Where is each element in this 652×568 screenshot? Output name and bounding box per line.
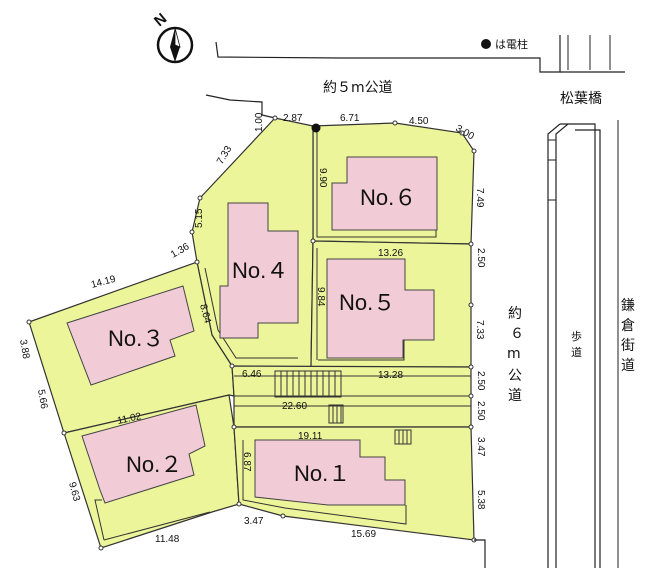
sidewalk-label: 歩 道 bbox=[571, 329, 582, 359]
house-4 bbox=[219, 202, 299, 339]
svg-text:m: m bbox=[507, 346, 521, 362]
legend: は電柱 bbox=[481, 37, 528, 51]
svg-text:14.19: 14.19 bbox=[90, 274, 117, 291]
lot-4-label: No.４ bbox=[232, 258, 288, 283]
svg-text:倉: 倉 bbox=[621, 318, 635, 334]
svg-text:7.33: 7.33 bbox=[215, 144, 234, 167]
svg-text:鎌: 鎌 bbox=[621, 298, 635, 314]
svg-text:3.47: 3.47 bbox=[475, 437, 486, 457]
stairs-lot-1 bbox=[394, 429, 412, 445]
house-5 bbox=[326, 258, 435, 359]
lot-6-label: No.６ bbox=[360, 185, 416, 210]
lot-3-label: No.３ bbox=[108, 326, 164, 351]
north-road-label: 約５m公道 bbox=[323, 80, 393, 96]
svg-text:3.47: 3.47 bbox=[244, 516, 264, 527]
svg-text:13.26: 13.26 bbox=[378, 248, 403, 259]
north-arrow: N bbox=[151, 10, 194, 64]
svg-text:4.50: 4.50 bbox=[409, 116, 429, 127]
svg-text:5.38: 5.38 bbox=[475, 490, 486, 510]
svg-text:歩: 歩 bbox=[571, 329, 582, 343]
svg-text:13.28: 13.28 bbox=[378, 370, 403, 381]
svg-text:2.50: 2.50 bbox=[475, 248, 486, 268]
stairs-south-driveway bbox=[328, 404, 344, 424]
svg-text:8.64: 8.64 bbox=[197, 303, 213, 325]
svg-text:5.15: 5.15 bbox=[194, 208, 205, 228]
north-label: N bbox=[151, 10, 170, 30]
svg-text:道: 道 bbox=[508, 388, 522, 404]
house-6 bbox=[331, 156, 438, 231]
stairs-north-driveway bbox=[274, 370, 342, 398]
north-road-lines bbox=[205, 35, 625, 119]
svg-text:3.88: 3.88 bbox=[17, 339, 31, 361]
bridge-label: 松葉橋 bbox=[560, 91, 602, 107]
svg-text:9.84: 9.84 bbox=[315, 287, 326, 307]
svg-text:1.00: 1.00 bbox=[254, 112, 265, 132]
svg-text:11.02: 11.02 bbox=[116, 411, 142, 427]
utility-pole-legend-label: は電柱 bbox=[495, 37, 528, 51]
svg-text:道: 道 bbox=[571, 345, 582, 359]
svg-text:街: 街 bbox=[621, 338, 635, 354]
utility-pole-icon bbox=[311, 123, 321, 133]
svg-text:6.87: 6.87 bbox=[241, 452, 252, 472]
svg-text:5.66: 5.66 bbox=[35, 389, 49, 411]
house-1 bbox=[254, 439, 406, 506]
east-road-lines bbox=[547, 120, 619, 568]
svg-text:9.90: 9.90 bbox=[317, 168, 328, 188]
svg-text:６: ６ bbox=[510, 326, 524, 342]
inner-boundary-lines bbox=[94, 130, 471, 541]
house-3 bbox=[66, 285, 195, 386]
svg-text:道: 道 bbox=[621, 358, 635, 374]
lot-2-label: No.２ bbox=[126, 452, 182, 477]
svg-text:公: 公 bbox=[508, 368, 522, 384]
lot-5-label: No.５ bbox=[339, 290, 395, 315]
svg-text:6.46: 6.46 bbox=[242, 369, 262, 380]
svg-text:2.50: 2.50 bbox=[475, 371, 486, 391]
svg-text:2.50: 2.50 bbox=[475, 401, 486, 421]
svg-text:11.48: 11.48 bbox=[155, 534, 180, 545]
lot-1-label: No.１ bbox=[294, 461, 350, 486]
svg-text:約: 約 bbox=[508, 306, 522, 322]
svg-text:2.87: 2.87 bbox=[283, 113, 303, 124]
house-2 bbox=[81, 404, 206, 504]
svg-text:22.60: 22.60 bbox=[282, 401, 307, 412]
utility-pole-legend-icon bbox=[481, 39, 491, 49]
svg-text:6.71: 6.71 bbox=[340, 113, 360, 124]
svg-text:7.49: 7.49 bbox=[474, 188, 485, 208]
svg-text:7.33: 7.33 bbox=[474, 320, 485, 340]
svg-text:1.36: 1.36 bbox=[169, 241, 192, 260]
east-road-label: 約 ６ m 公 道 bbox=[507, 306, 524, 404]
kamakura-highway-label: 鎌 倉 街 道 bbox=[621, 298, 635, 374]
svg-text:9.63: 9.63 bbox=[66, 481, 82, 503]
svg-text:15.69: 15.69 bbox=[351, 529, 376, 540]
svg-text:19.11: 19.11 bbox=[298, 431, 323, 442]
